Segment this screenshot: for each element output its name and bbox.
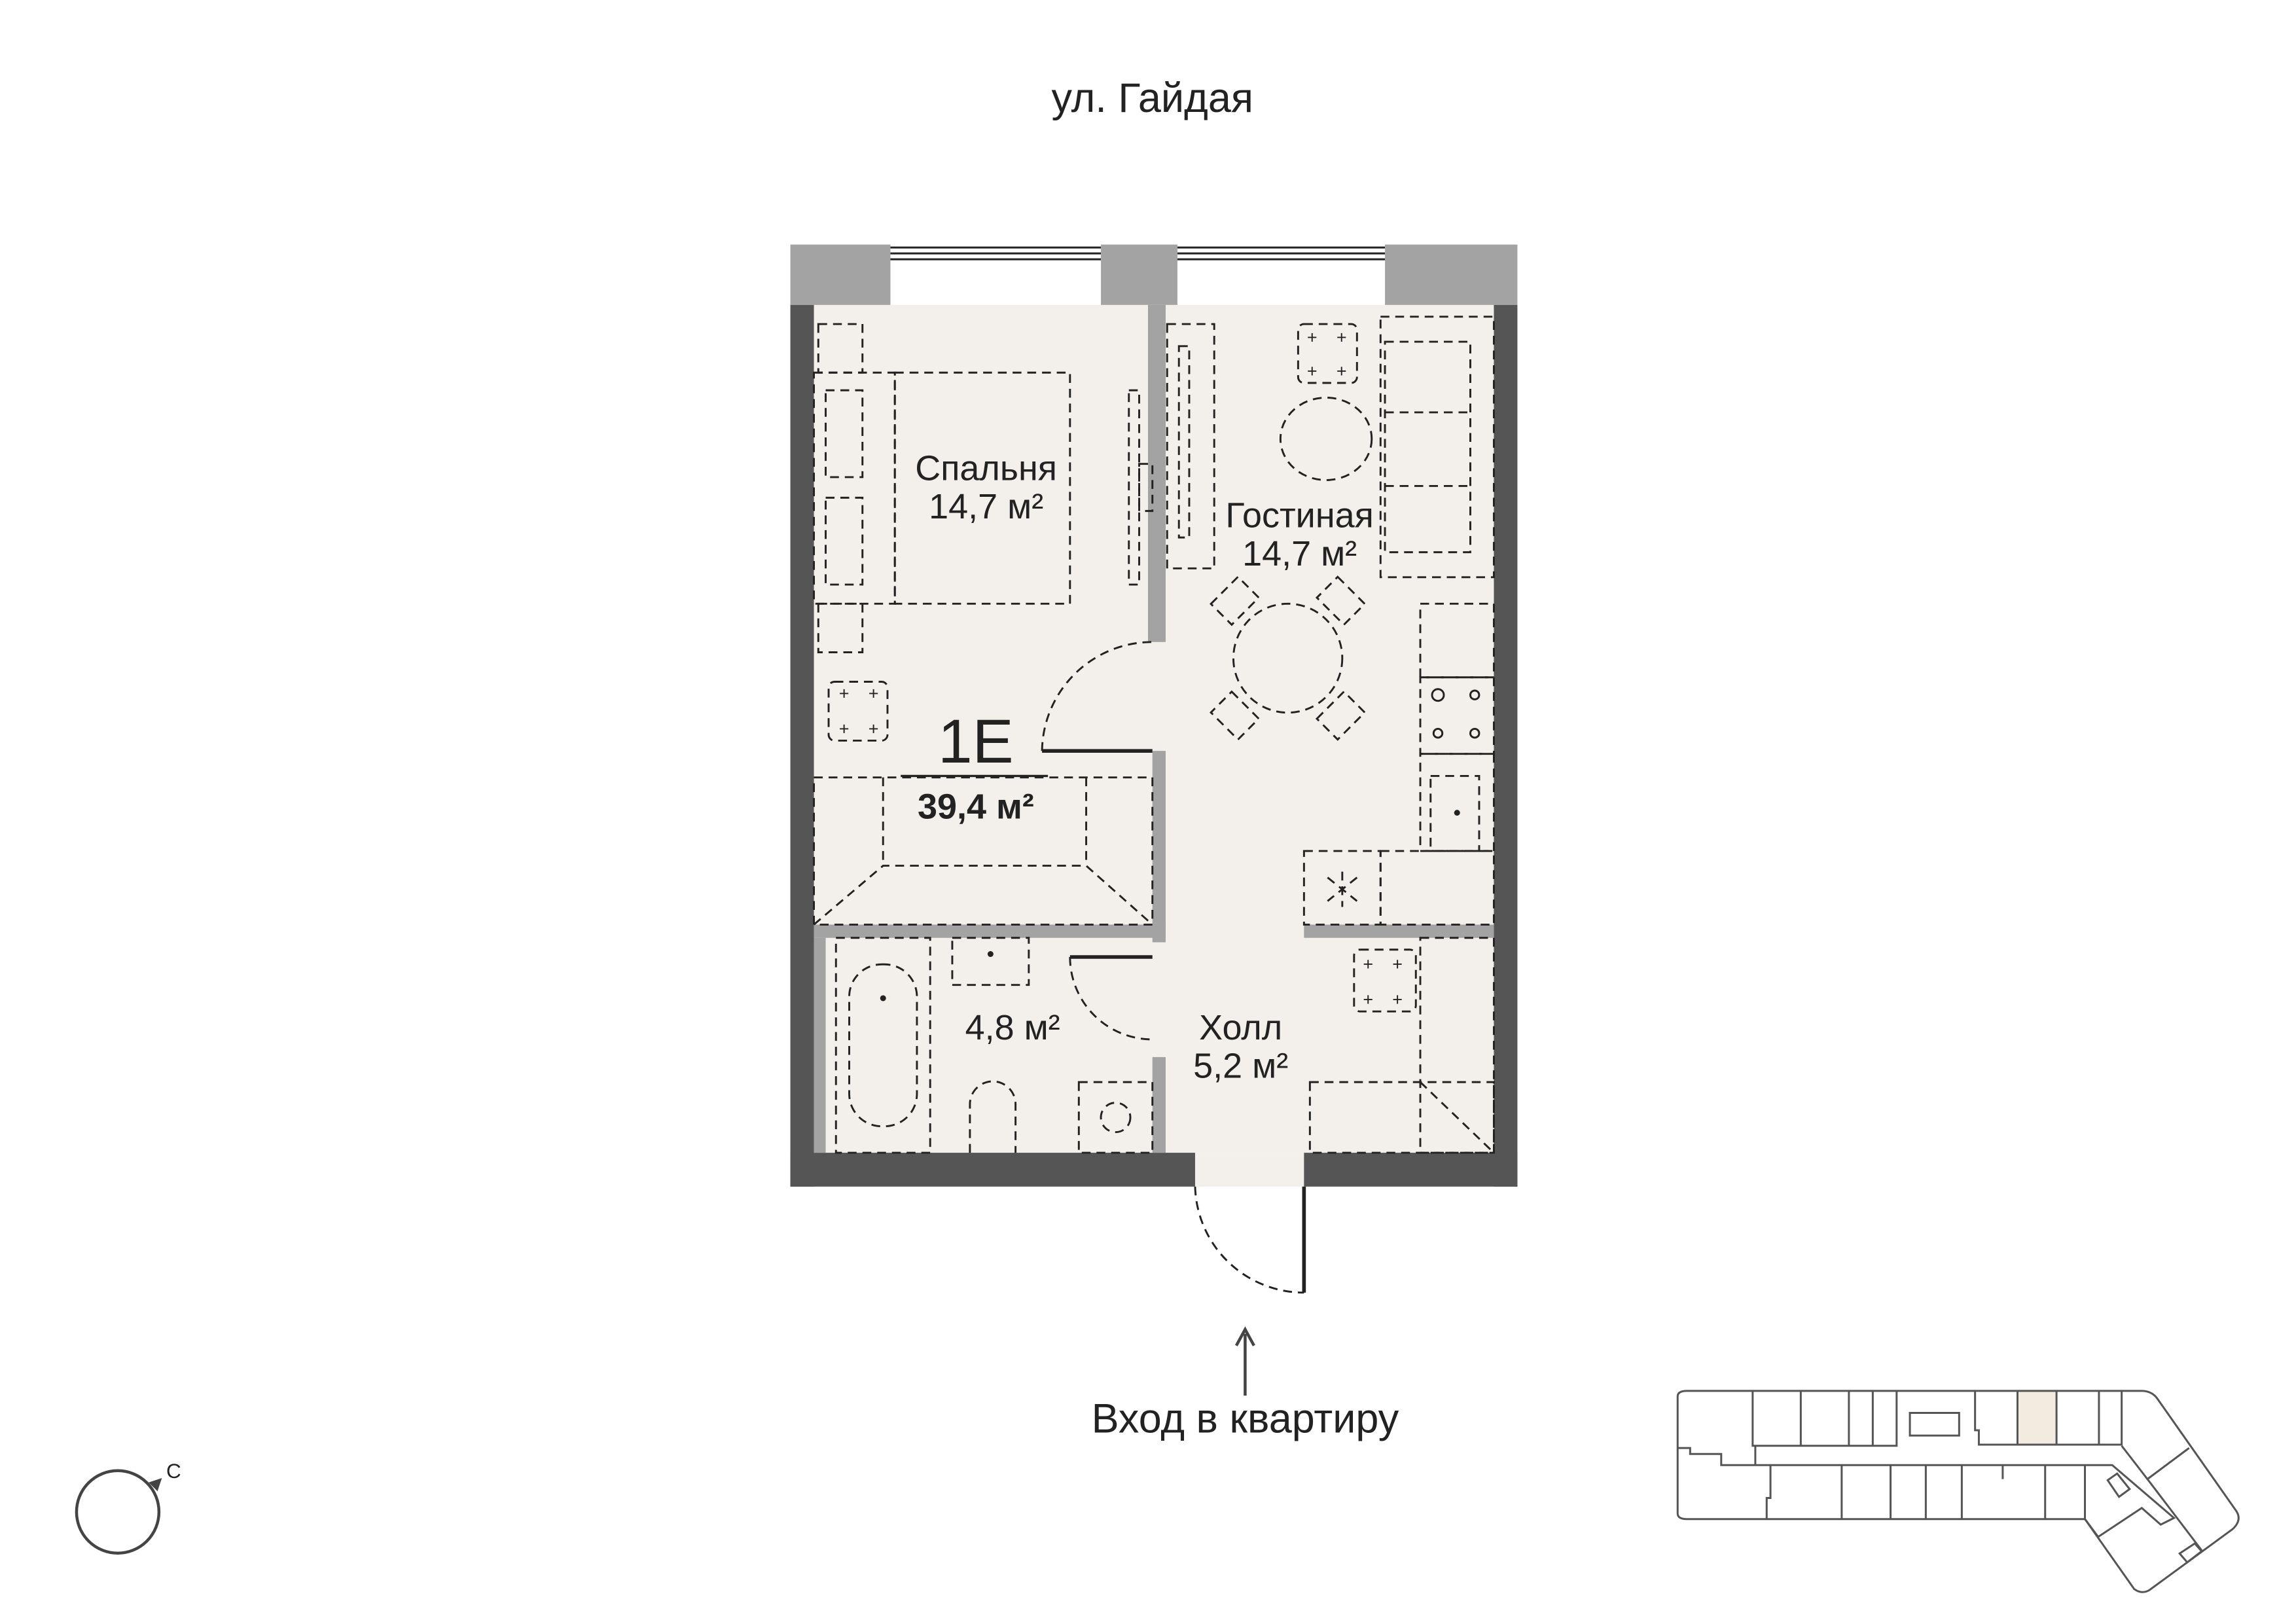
bathroom-furniture — [834, 937, 1154, 1154]
svg-text:+: + — [869, 683, 879, 703]
svg-text:+: + — [839, 719, 850, 738]
apartment-plan: + + + + + + + + — [790, 244, 1518, 1294]
svg-text:+: + — [1392, 954, 1403, 974]
coffee-table — [1279, 397, 1373, 481]
compass-label: С — [166, 1460, 181, 1483]
room-area-living: 14,7 м² — [1242, 534, 1357, 573]
sofa — [1379, 316, 1495, 579]
room-area-bedroom: 14,7 м² — [929, 487, 1043, 526]
washing-machine — [1077, 1081, 1154, 1154]
bedroom-furniture: + + + + — [813, 323, 1154, 926]
fridge — [1302, 850, 1382, 926]
minimap-highlight — [2017, 1391, 2057, 1445]
doors — [1041, 641, 1306, 1294]
entrance-label: Вход в квартиру — [1092, 1396, 1399, 1441]
bathtub — [834, 937, 931, 1154]
window-band — [790, 244, 1518, 305]
svg-text:+: + — [1336, 361, 1347, 381]
svg-text:+: + — [839, 683, 850, 703]
street-label: ул. Гайдая — [1052, 75, 1253, 121]
apartment-code: 1E — [938, 708, 1014, 776]
room-name-hall: Холл — [1199, 1008, 1282, 1047]
room-name-bedroom: Спальня — [915, 448, 1057, 488]
hall-furniture: + + + + — [1308, 937, 1495, 1154]
svg-text:+: + — [1307, 361, 1318, 381]
stove — [1419, 676, 1495, 755]
building-minimap — [1677, 1391, 2238, 1592]
svg-text:+: + — [1392, 990, 1403, 1009]
room-area-hall: 5,2 м² — [1193, 1046, 1288, 1085]
outer-walls — [790, 304, 1518, 1187]
dining-table — [1232, 602, 1344, 714]
compass-icon — [75, 1469, 162, 1555]
apartment-total-area: 39,4 м² — [918, 787, 1034, 827]
partitions — [814, 304, 1494, 1153]
entrance-arrow-icon — [1234, 1326, 1255, 1396]
svg-text:+: + — [1363, 990, 1373, 1009]
svg-text:+: + — [1336, 327, 1347, 347]
room-name-living: Гостиная — [1225, 496, 1373, 535]
wardrobe — [813, 776, 1154, 926]
living-furniture: + + + + — [1166, 316, 1495, 741]
room-area-bathroom: 4,8 м² — [965, 1008, 1060, 1047]
washbasin — [951, 937, 1030, 986]
svg-text:+: + — [1363, 954, 1373, 974]
svg-text:+: + — [869, 719, 879, 738]
kitchen-furniture — [1302, 602, 1495, 926]
svg-text:+: + — [1307, 327, 1318, 347]
